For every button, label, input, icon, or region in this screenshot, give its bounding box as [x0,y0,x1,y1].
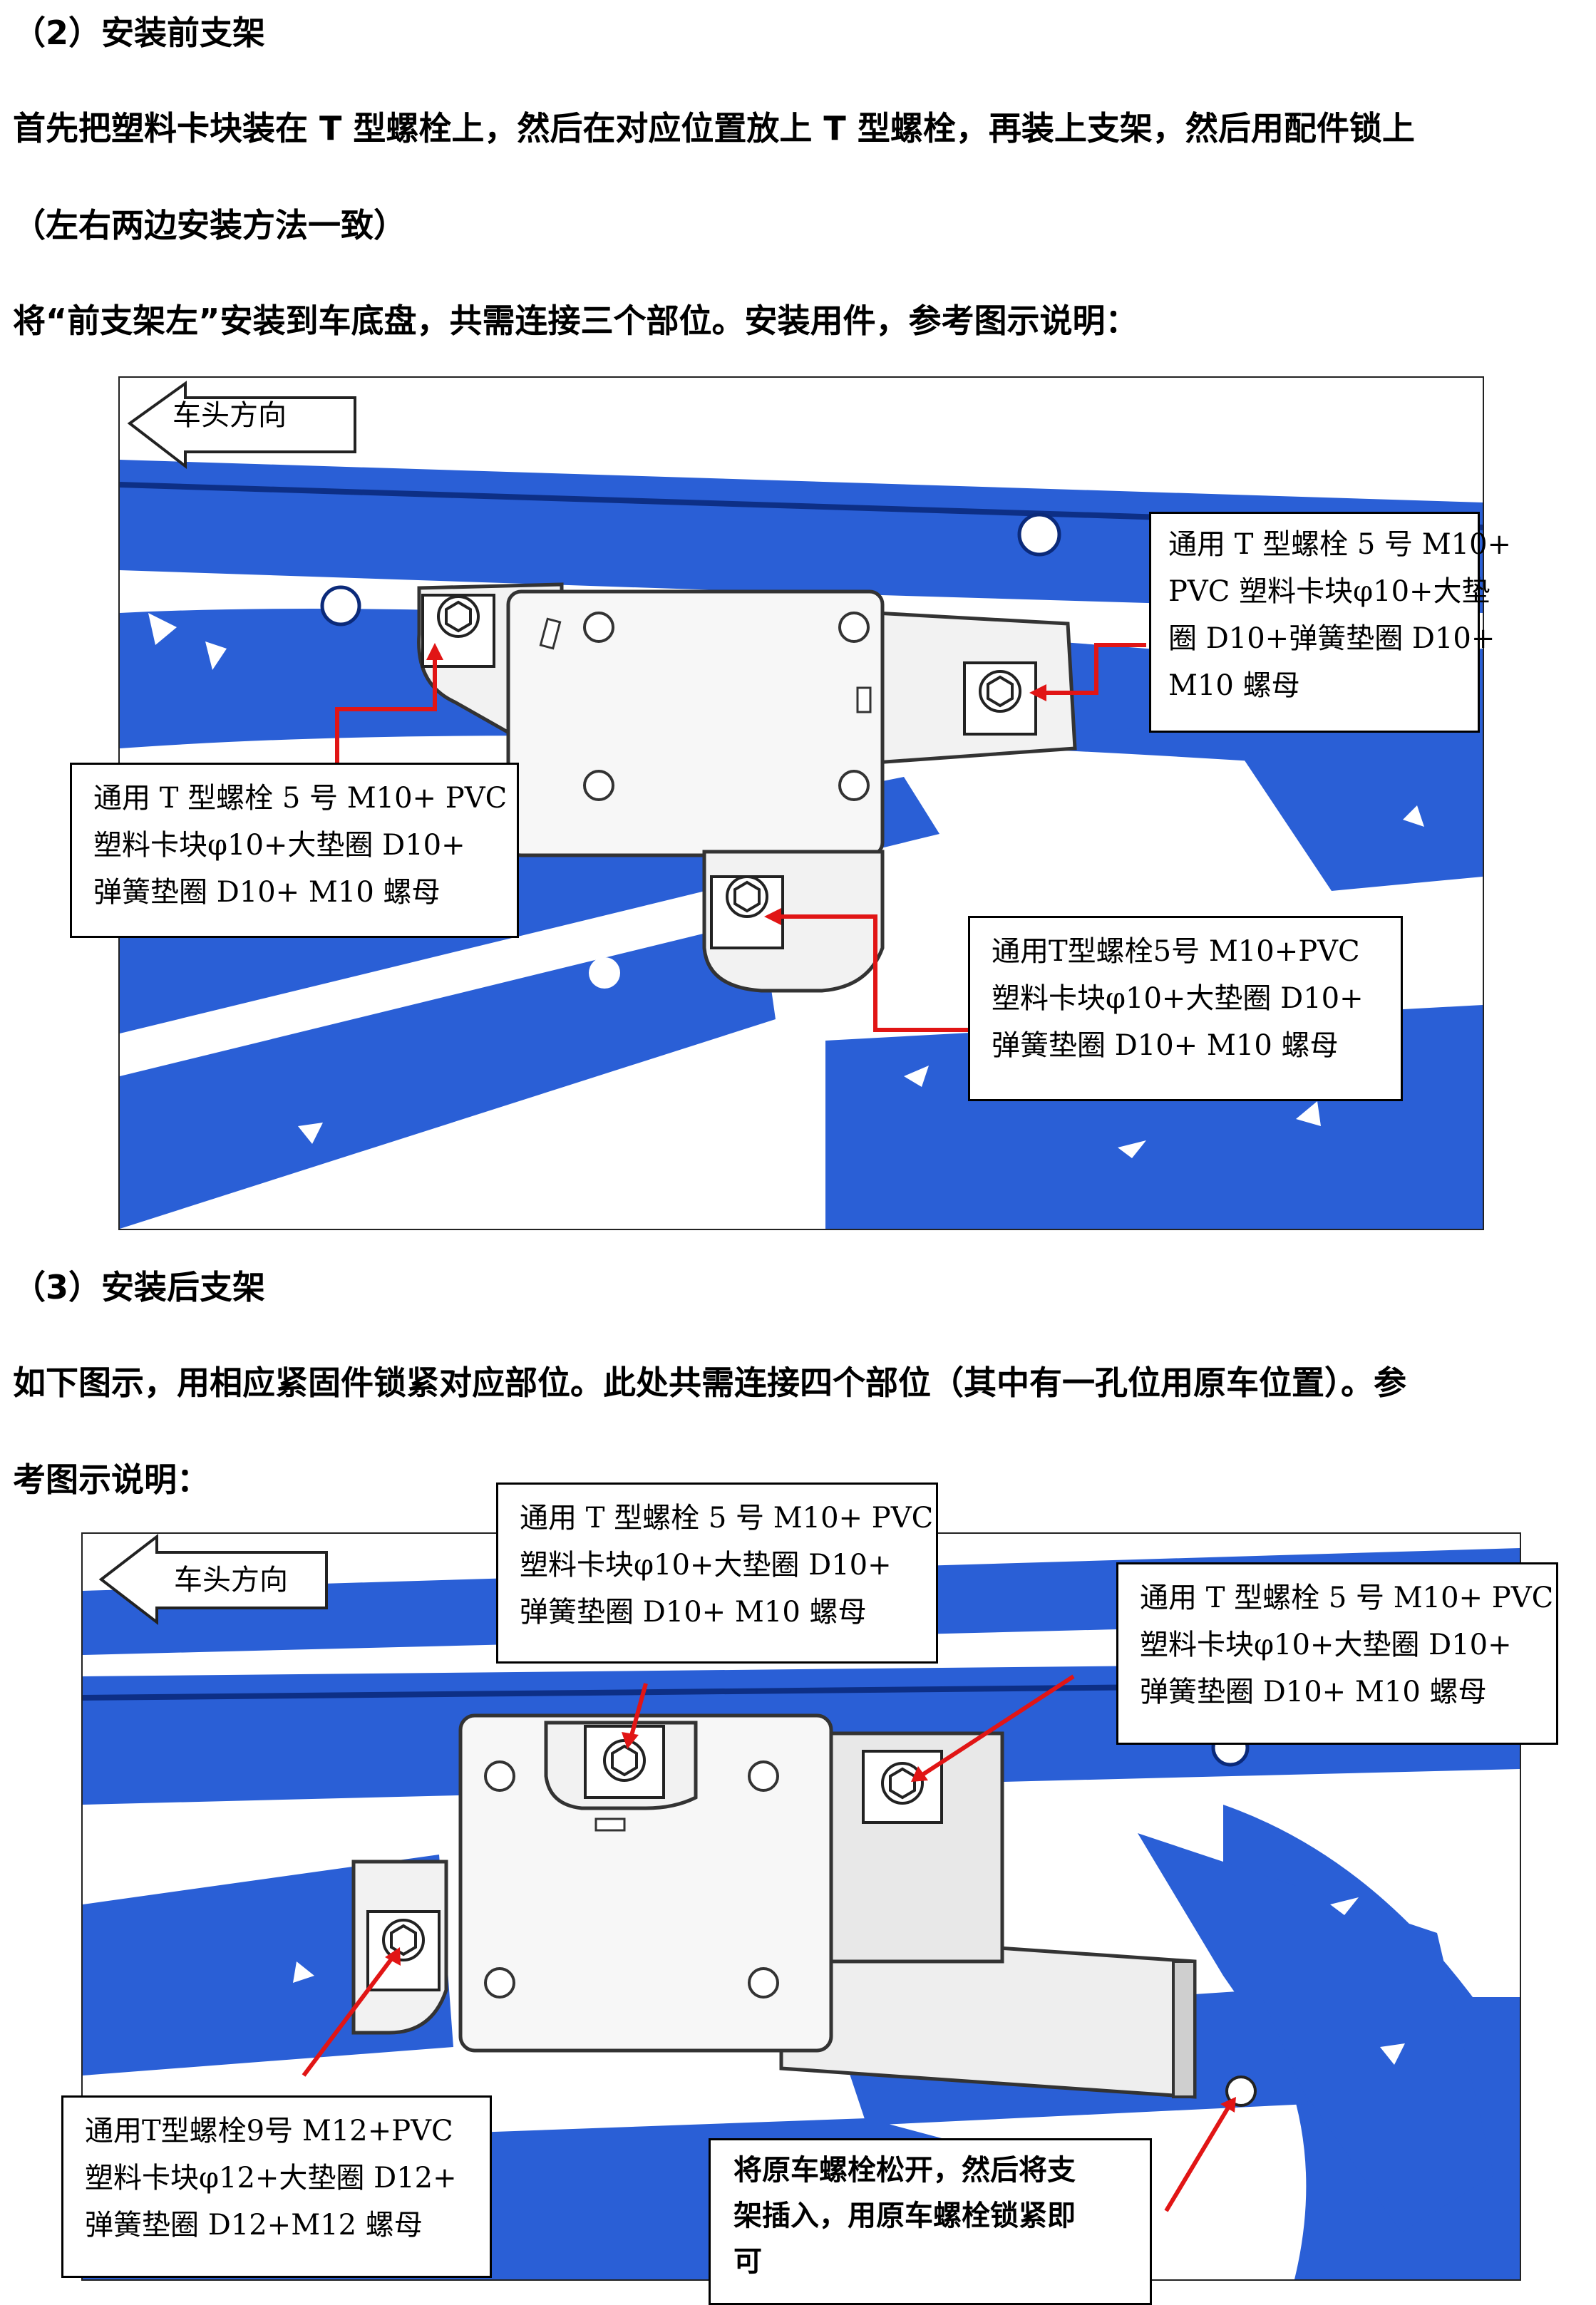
direction-arrow-icon [98,1533,328,1626]
callout-line: 弹簧垫圈 D10+ M10 螺母 [520,1596,867,1629]
callout-line: 将原车螺栓松开，然后将支 [733,2154,1076,2187]
rear-callout-bottom-left: 通用T型螺栓9号 M12+PVC 塑料卡块φ12+大垫圈 D12+ 弹簧垫圈 D… [61,2095,492,2278]
callout-line: 弹簧垫圈 D10+ M10 螺母 [992,1029,1339,1062]
direction-arrow-icon [127,381,356,470]
callout-left: 通用 T 型螺栓 5 号 M10+ PVC 塑料卡块φ10+大垫圈 D10+ 弹… [70,763,519,938]
callout-line: 塑料卡块φ10+大垫圈 D10+ [93,829,465,862]
callout-line: PVC 塑料卡块φ10+大垫 [1168,575,1491,608]
rear-callout-bottom-center: 将原车螺栓松开，然后将支 架插入，用原车螺栓锁紧即 可 [709,2138,1152,2305]
callout-top-right: 通用 T 型螺栓 5 号 M10+ PVC 塑料卡块φ10+大垫 圈 D10+弹… [1149,512,1512,733]
callout-line: 通用T型螺栓5号 M10+PVC [992,935,1360,968]
callout-line: 架插入，用原车螺栓锁紧即 [733,2200,1076,2232]
rear-callout-top-center: 通用 T 型螺栓 5 号 M10+ PVC 塑料卡块φ10+大垫圈 D10+ 弹… [496,1482,938,1664]
section2-paragraph-line3: 将“前支架左”安装到车底盘，共需连接三个部位。安装用件，参考图示说明： [13,301,1138,340]
section3-heading: （3）安装后支架 [13,1268,266,1306]
section2-heading: （2）安装前支架 [13,14,266,52]
direction-label: 车头方向 [174,1564,288,1597]
callout-line: 通用 T 型螺栓 5 号 M10+ PVC [93,782,508,815]
callout-line: 通用T型螺栓9号 M12+PVC [85,2115,453,2147]
section2-paragraph-line2: （左右两边安装方法一致） [13,206,406,244]
rear-callout-top-right: 通用 T 型螺栓 5 号 M10+ PVC 塑料卡块φ10+大垫圈 D10+ 弹… [1116,1562,1558,1745]
callout-line: 可 [733,2245,762,2278]
callout-bottom-right: 通用T型螺栓5号 M10+PVC 塑料卡块φ10+大垫圈 D10+ 弹簧垫圈 D… [968,916,1403,1101]
callout-line: 塑料卡块φ10+大垫圈 D10+ [520,1549,892,1582]
direction-label: 车头方向 [173,399,287,432]
section2-paragraph-line1: 首先把塑料卡块装在 T 型螺栓上，然后在对应位置放上 T 型螺栓，再装上支架，然… [13,109,1415,148]
callout-line: 通用 T 型螺栓 5 号 M10+ PVC [1140,1582,1554,1614]
callout-line: 通用 T 型螺栓 5 号 M10+ [1168,528,1512,561]
callout-line: 塑料卡块φ12+大垫圈 D12+ [85,2162,457,2195]
section3-paragraph-line1: 如下图示，用相应紧固件锁紧对应部位。此处共需连接四个部位（其中有一孔位用原车位置… [13,1363,1406,1402]
callout-line: 弹簧垫圈 D10+ M10 螺母 [1140,1676,1487,1708]
callout-line: 通用 T 型螺栓 5 号 M10+ PVC [520,1502,934,1535]
callout-line: 弹簧垫圈 D12+M12 螺母 [85,2209,423,2242]
callout-line: 塑料卡块φ10+大垫圈 D10+ [1140,1629,1512,1661]
callout-line: 塑料卡块φ10+大垫圈 D10+ [992,982,1364,1015]
callout-line: M10 螺母 [1168,669,1300,702]
callout-line: 弹簧垫圈 D10+ M10 螺母 [93,876,441,909]
section3-paragraph-line2: 考图示说明： [13,1460,210,1499]
callout-line: 圈 D10+弹簧垫圈 D10+ [1168,622,1495,655]
front-bracket-figure: 车头方向 通用 T 型螺栓 5 号 M10+ PVC 塑料卡块φ10+大垫 圈 … [70,376,1512,1230]
